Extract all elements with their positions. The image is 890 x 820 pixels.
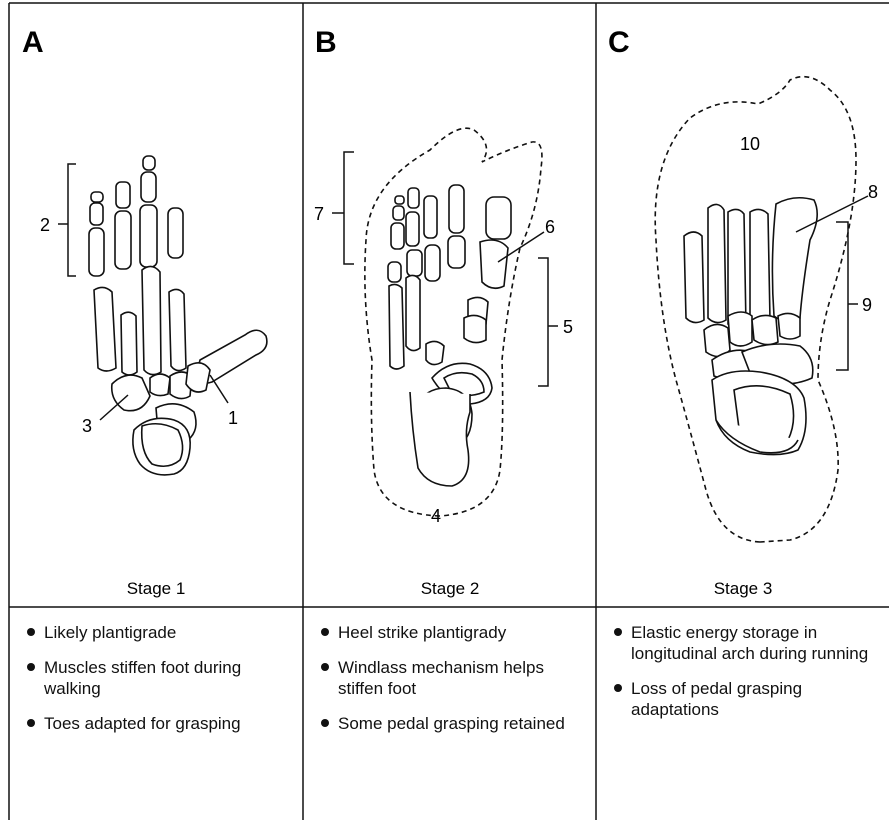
metatarsal [389,284,404,369]
bullet-list: Elastic energy storage in longitudinal a… [611,622,880,720]
calcaneus [410,392,470,486]
phalanx [449,185,464,233]
phalanx [408,188,419,208]
label-2: 2 [40,215,50,235]
bracket-5 [538,258,548,386]
panel-b: B [314,26,573,598]
foot-bones-stage-2 [388,185,511,486]
bullet-item: Some pedal grasping retained [318,713,586,734]
phalanx [393,206,404,220]
stage-label-2: Stage 2 [421,579,480,598]
stage-label-1: Stage 1 [127,579,186,598]
metatarsal [425,245,440,281]
metatarsal-head [388,262,401,282]
label-7: 7 [314,204,324,224]
notes-stage-2: Heel strike plantigrady Windlass mechani… [304,608,596,820]
label-5: 5 [563,317,573,337]
phalanx [116,182,130,208]
metatarsal [708,204,726,322]
phalanx [143,156,155,170]
metatarsal [169,289,186,370]
metatarsal [406,275,420,350]
phalanx [90,203,103,225]
panel-a: A [22,26,267,598]
foot-bones-stage-1 [89,156,267,475]
bullet-item: Likely plantigrade [24,622,293,643]
bullet-item: Windlass mechanism helps stiffen foot [318,657,586,699]
phalanx [140,205,157,267]
phalanx [141,172,156,202]
bullet-list: Heel strike plantigrady Windlass mechani… [318,622,586,734]
phalanx [424,196,437,238]
metatarsal [728,209,746,328]
phalanx [168,208,183,258]
metatarsal [142,266,161,374]
bullet-item: Muscles stiffen foot during walking [24,657,293,699]
hallux-metatarsal [480,240,508,288]
panel-letter-c: C [608,26,630,59]
phalanx [91,192,103,202]
cuboid [426,341,444,364]
label-9: 9 [862,295,872,315]
calcaneus-inner [142,424,183,467]
label-3: 3 [82,416,92,436]
panel-letter-a: A [22,26,44,59]
panel-letter-b: B [315,26,337,59]
bullet-item: Elastic energy storage in longitudinal a… [611,622,880,664]
metatarsal [448,236,465,268]
panel-c: C 10 8 9 Stage 3 [608,26,878,598]
hallux-metatarsal [772,198,817,322]
tarsal [150,374,170,396]
label-8: 8 [868,182,878,202]
tarsal [778,313,800,339]
phalanx [115,211,131,269]
bullet-list: Likely plantigrade Muscles stiffen foot … [24,622,293,734]
phalanx [391,223,404,249]
bullet-item: Heel strike plantigrady [318,622,586,643]
label-6: 6 [545,217,555,237]
metatarsal-head [407,250,422,276]
bullet-item: Toes adapted for grasping [24,713,293,734]
bracket-7 [344,152,354,264]
notes-stage-3: Elastic energy storage in longitudinal a… [597,608,890,820]
bullet-item: Loss of pedal grasping adaptations [611,678,880,720]
label-4: 4 [431,506,441,526]
metatarsal [684,232,704,323]
label-1: 1 [228,408,238,428]
cuneiform [464,315,486,342]
leader-1 [210,375,228,403]
phalanx [395,196,404,204]
stage-label-3: Stage 3 [714,579,773,598]
hallux-phalanx [486,197,511,239]
tarsal [728,312,752,346]
tarsal [752,315,778,344]
tarsal [186,363,210,392]
phalanx [406,212,419,246]
notes-stage-1: Likely plantigrade Muscles stiffen foot … [10,608,303,820]
metatarsal [94,287,116,371]
bracket-2 [68,164,76,276]
phalanx [89,228,104,276]
foot-bones-stage-3 [684,198,817,455]
label-10: 10 [740,134,760,154]
metatarsal [750,209,770,322]
metatarsal [121,312,137,375]
tarsal [704,324,730,356]
